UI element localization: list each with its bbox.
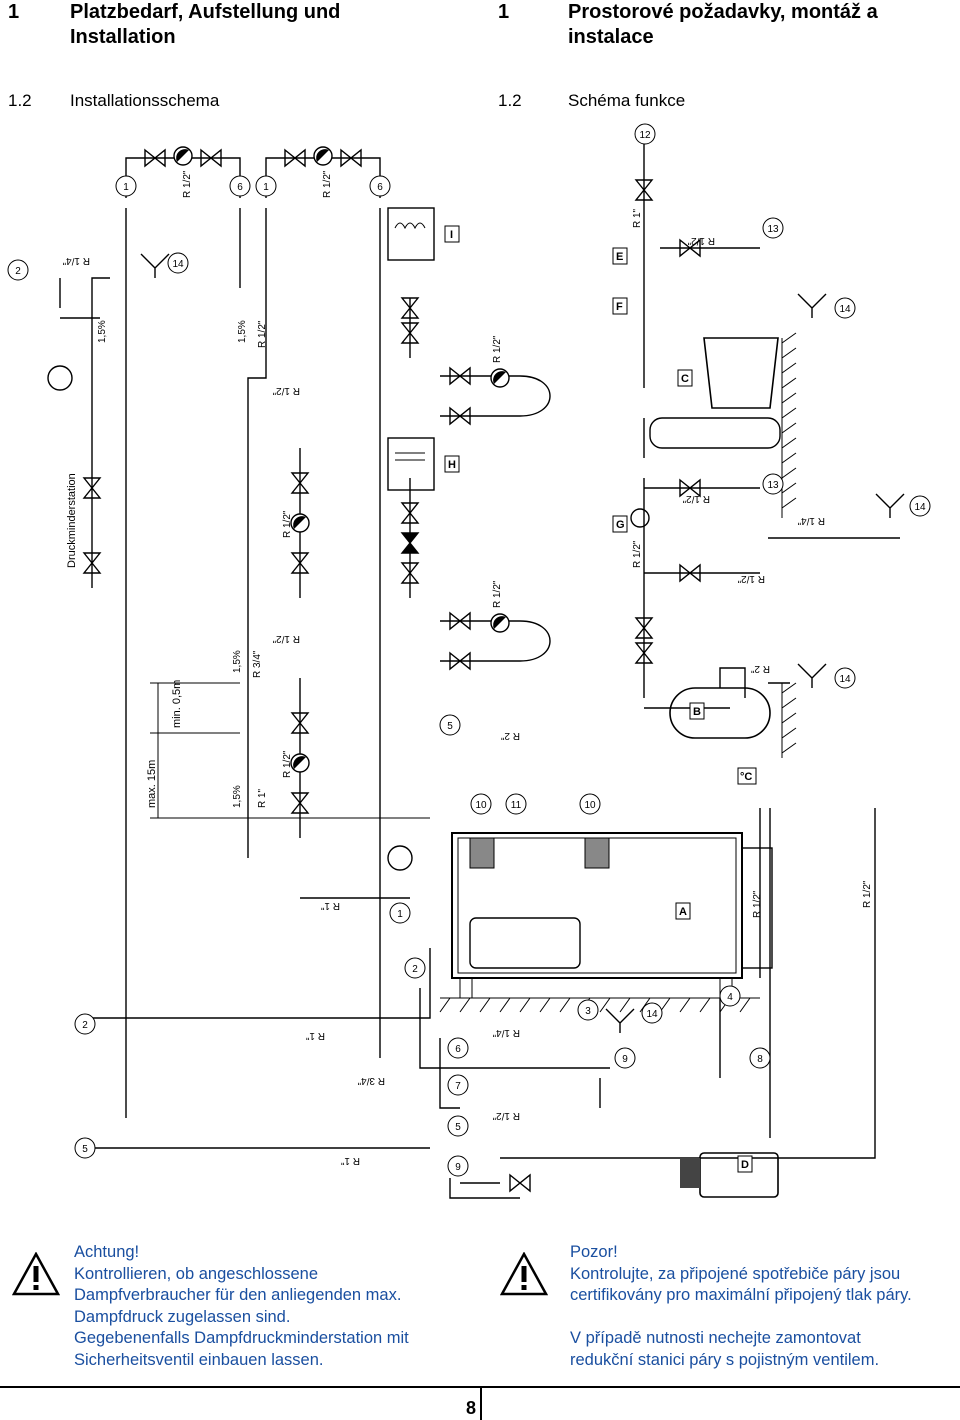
warning-left: Achtung! Kontrollieren, ob angeschlossen…	[74, 1243, 409, 1369]
svg-text:14: 14	[646, 1009, 658, 1020]
svg-text:R 2": R 2"	[500, 730, 520, 741]
svg-text:R 1/4": R 1/4"	[492, 1027, 520, 1038]
svg-text:R 1/4": R 1/4"	[62, 255, 90, 266]
svg-text:2: 2	[15, 266, 21, 277]
svg-text:R 1/2": R 1/2"	[862, 880, 873, 908]
svg-text:G: G	[616, 519, 625, 531]
svg-text:R 1/2": R 1/2"	[272, 633, 300, 644]
svg-text:R 1": R 1"	[305, 1030, 325, 1041]
svg-text:R 1": R 1"	[257, 788, 268, 808]
svg-text:14: 14	[839, 674, 851, 685]
svg-text:R 1/2": R 1/2"	[322, 170, 333, 198]
svg-text:11: 11	[511, 800, 522, 811]
dimension-min: min. 0,5m	[171, 680, 183, 728]
svg-text:1: 1	[123, 182, 129, 193]
svg-text:1: 1	[397, 909, 403, 920]
svg-text:H: H	[448, 459, 456, 471]
subsection-title-left: Installationsschema	[70, 91, 220, 110]
svg-text:14: 14	[839, 304, 851, 315]
svg-text:I: I	[450, 229, 453, 241]
svg-text:R 3/4": R 3/4"	[252, 650, 263, 678]
svg-text:10: 10	[475, 800, 487, 811]
svg-text:2: 2	[412, 964, 418, 975]
svg-text:R 1/2": R 1/2"	[752, 890, 763, 918]
svg-text:4: 4	[727, 992, 733, 1003]
footer-divider	[480, 1386, 482, 1420]
svg-text:13: 13	[767, 224, 779, 235]
svg-text:B: B	[693, 706, 701, 718]
subsection-number-left: 1.2	[8, 91, 32, 110]
svg-text:D: D	[741, 1159, 749, 1171]
svg-text:12: 12	[639, 130, 651, 141]
svg-text:6: 6	[237, 182, 243, 193]
section-title-left: Platzbedarf, Aufstellung und Installatio…	[70, 1, 341, 48]
svg-text:5: 5	[455, 1122, 461, 1133]
section-number-left: 1	[8, 1, 20, 23]
svg-text:E: E	[616, 251, 623, 263]
svg-text:1,5%: 1,5%	[237, 320, 248, 343]
warning-right-title: Pozor!	[570, 1243, 618, 1261]
warning-icon-right	[500, 1252, 548, 1296]
svg-text:R 1": R 1"	[340, 1155, 360, 1166]
warning-right: Pozor! Kontrolujte, za připojené spotřeb…	[570, 1243, 912, 1369]
svg-text:F: F	[616, 301, 623, 313]
svg-text:R 1": R 1"	[632, 208, 643, 228]
svg-text:R 1/2": R 1/2"	[492, 335, 503, 363]
svg-text:R 1/2": R 1/2"	[737, 573, 765, 584]
svg-text:1,5%: 1,5%	[232, 650, 243, 673]
svg-text:R 1/2": R 1/2"	[182, 170, 193, 198]
svg-text:5: 5	[447, 721, 453, 732]
svg-text:10: 10	[584, 800, 596, 811]
page-number: 8	[466, 1398, 477, 1418]
installation-diagram: min. 0,5m max. 15m Druckminderstation R …	[7, 123, 931, 1199]
svg-text:1,5%: 1,5%	[232, 785, 243, 808]
svg-text:R 2": R 2"	[750, 663, 770, 674]
svg-text:5: 5	[82, 1144, 88, 1155]
svg-text:R 1/2": R 1/2"	[492, 580, 503, 608]
svg-text:R 1/2": R 1/2"	[282, 510, 293, 538]
svg-text:6: 6	[455, 1044, 461, 1055]
svg-text:R 1/2": R 1/2"	[257, 320, 268, 348]
svg-text:R 1/2": R 1/2"	[632, 540, 643, 568]
svg-text:2: 2	[82, 1020, 88, 1031]
warning-left-title: Achtung!	[74, 1243, 140, 1261]
svg-text:14: 14	[172, 259, 184, 270]
svg-text:9: 9	[455, 1162, 461, 1173]
svg-text:R 1/2": R 1/2"	[682, 493, 710, 504]
svg-text:1,5%: 1,5%	[97, 320, 108, 343]
svg-text:3: 3	[585, 1006, 591, 1017]
svg-text:R 1/2": R 1/2"	[492, 1110, 520, 1121]
svg-text:C: C	[681, 373, 689, 385]
svg-text:1: 1	[263, 182, 269, 193]
svg-text:13: 13	[767, 480, 779, 491]
svg-text:A: A	[679, 906, 687, 918]
svg-text:7: 7	[455, 1081, 461, 1092]
svg-text:R 1/4": R 1/4"	[797, 515, 825, 526]
svg-text:9: 9	[622, 1054, 628, 1065]
svg-text:R 1/2": R 1/2"	[282, 750, 293, 778]
svg-text:6: 6	[377, 182, 383, 193]
svg-text:R 1/2": R 1/2"	[272, 385, 300, 396]
subsection-number-right: 1.2	[498, 91, 522, 110]
station-label: Druckminderstation	[66, 473, 78, 568]
svg-text:°C: °C	[740, 771, 752, 783]
subsection-title-right: Schéma funkce	[568, 91, 686, 110]
svg-text:R 1": R 1"	[320, 900, 340, 911]
section-number-right: 1	[498, 1, 510, 23]
svg-text:8: 8	[757, 1054, 763, 1065]
svg-text:14: 14	[914, 502, 926, 513]
dimension-max: max. 15m	[146, 760, 158, 808]
warning-icon-left	[12, 1252, 60, 1296]
svg-text:R 1/2": R 1/2"	[687, 235, 715, 246]
svg-text:R 3/4": R 3/4"	[357, 1075, 385, 1086]
section-title-right: Prostorové požadavky, montáž a instalace	[568, 1, 878, 48]
